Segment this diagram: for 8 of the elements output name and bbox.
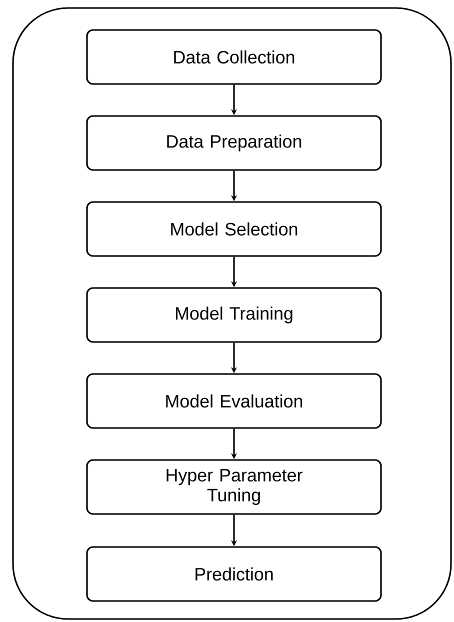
process-box: Data Preparation [86, 115, 382, 171]
process-box: Data Collection [86, 29, 382, 85]
process-box: Hyper Parameter Tuning [86, 459, 382, 515]
process-box: Model Evaluation [86, 373, 382, 429]
container-box [12, 7, 452, 620]
process-box: Prediction [86, 546, 382, 602]
process-box: Model Selection [86, 201, 382, 257]
process-box: Model Training [86, 287, 382, 343]
